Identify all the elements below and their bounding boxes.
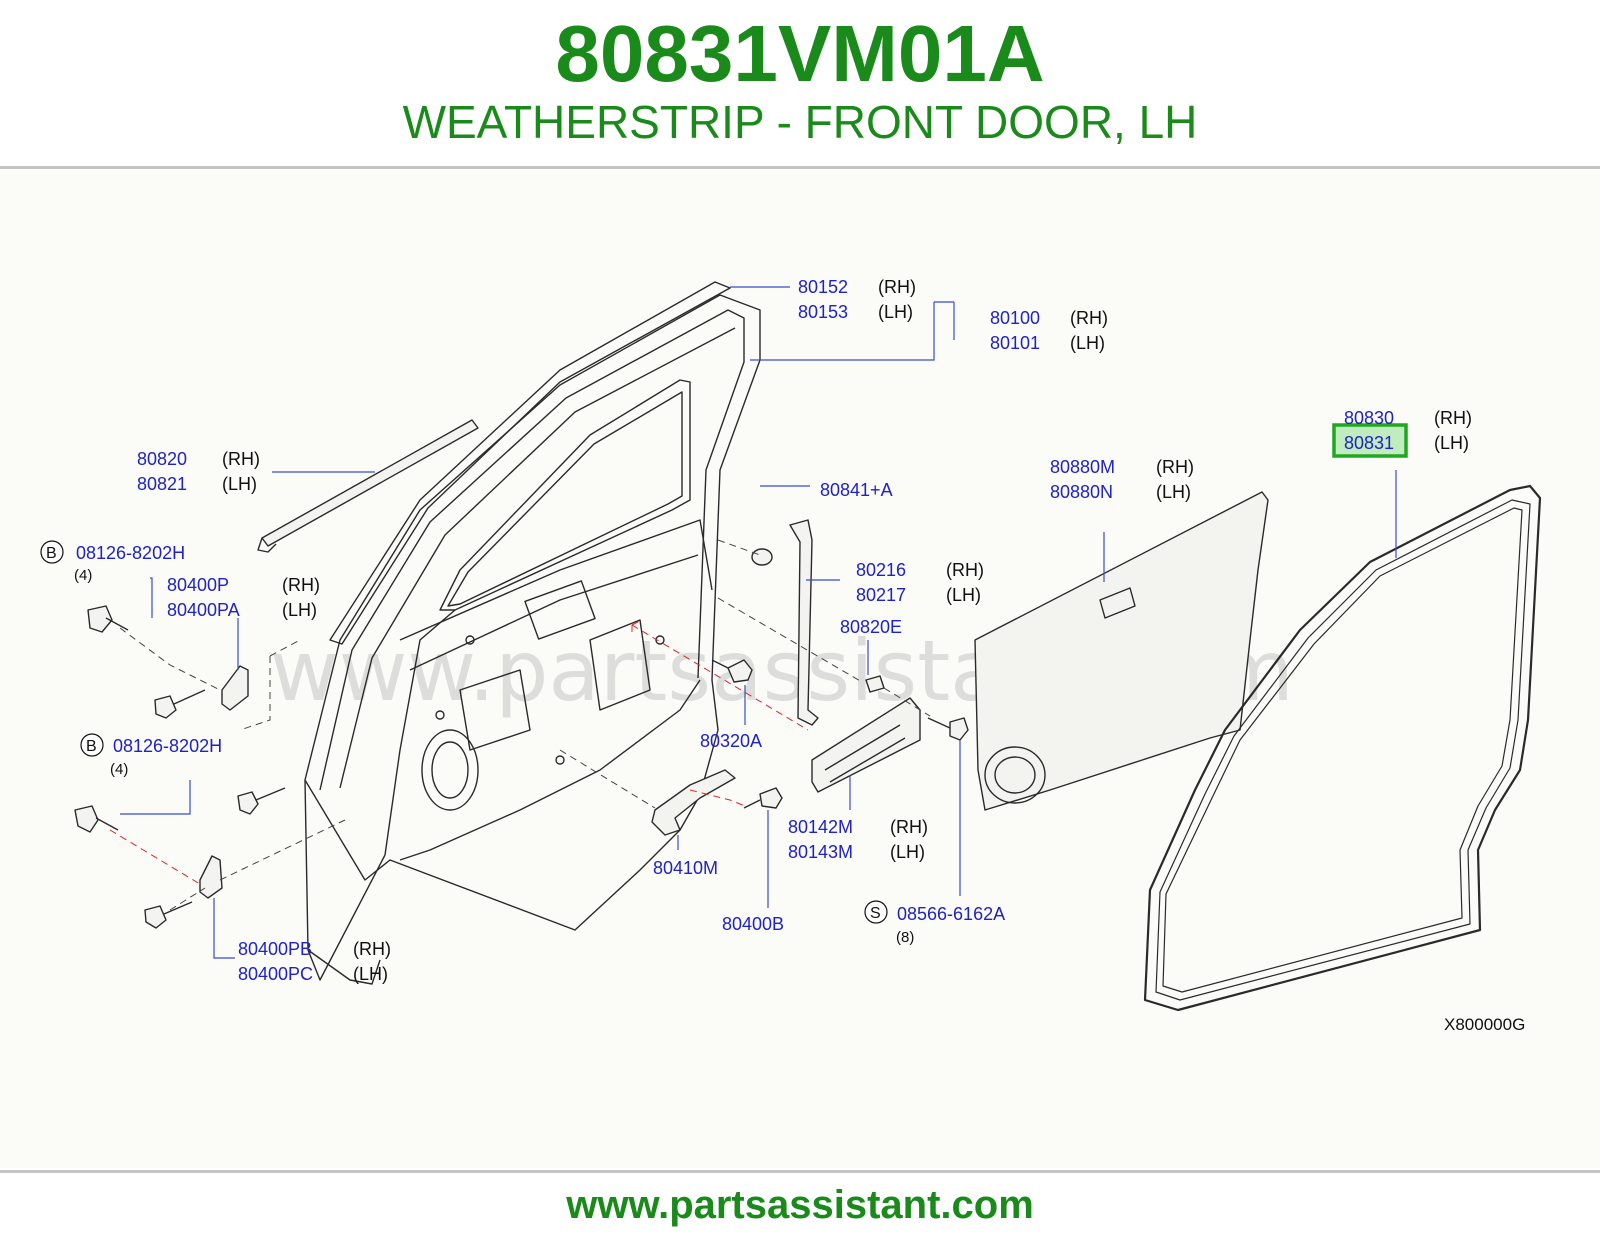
qty-08566: (8)	[896, 929, 914, 946]
label-side-80153: (LH)	[878, 302, 913, 322]
label-side-80400PA: (LH)	[282, 600, 317, 620]
label-side-80880M: (RH)	[1156, 457, 1194, 477]
label-side-80216: (RH)	[946, 560, 984, 580]
label-80830[interactable]: 80830	[1344, 408, 1394, 428]
part-number-title: 80831VM01A	[555, 9, 1045, 98]
bolt-80320A-drawing	[711, 659, 753, 683]
label-08126-8202H-lower[interactable]: 08126-8202H	[113, 736, 222, 756]
qty-08126-upper: (4)	[74, 567, 92, 584]
highlighted-part-box	[1332, 423, 1408, 458]
upper-hinge-drawing	[221, 665, 249, 711]
label-80410M[interactable]: 80410M	[653, 858, 718, 878]
lower-hinge-drawing	[199, 855, 223, 899]
label-80152[interactable]: 80152	[798, 277, 848, 297]
label-side-80400PC: (LH)	[353, 964, 388, 984]
label-side-80830: (RH)	[1434, 408, 1472, 428]
diagram-code: X800000G	[1444, 1015, 1525, 1034]
leader-lines	[120, 286, 1397, 959]
hinge-bolt-drawings	[74, 605, 286, 929]
label-side-80831: (LH)	[1434, 433, 1469, 453]
sash-channel-drawing	[789, 519, 819, 726]
label-80400P[interactable]: 80400P	[167, 575, 229, 595]
label-side-80143M: (LH)	[890, 842, 925, 862]
label-side-80100: (RH)	[1070, 308, 1108, 328]
label-80400PC[interactable]: 80400PC	[238, 964, 313, 984]
label-side-80217: (LH)	[946, 585, 981, 605]
footer-divider	[0, 1170, 1600, 1173]
svg-text:S: S	[870, 905, 881, 922]
label-side-80400P: (RH)	[282, 575, 320, 595]
label-side-80820: (RH)	[222, 449, 260, 469]
label-80820[interactable]: 80820	[137, 449, 187, 469]
label-side-80880N: (LH)	[1156, 482, 1191, 502]
label-80820E[interactable]: 80820E	[840, 617, 902, 637]
label-side-80101: (LH)	[1070, 333, 1105, 353]
label-side-80142M: (RH)	[890, 817, 928, 837]
label-80880M[interactable]: 80880M	[1050, 457, 1115, 477]
exploded-view-drawing: www.partsassistant.com	[40, 277, 1542, 1034]
door-trim-panel-drawing	[974, 491, 1269, 811]
grommet-drawing	[751, 548, 773, 566]
header-divider	[0, 166, 1600, 169]
label-80831-highlighted[interactable]: 80831	[1344, 433, 1394, 453]
door-shell-drawing	[304, 294, 761, 985]
assembly-guide-lines	[109, 539, 931, 911]
label-08126-8202H-upper[interactable]: 08126-8202H	[76, 543, 185, 563]
label-80100[interactable]: 80100	[990, 308, 1040, 328]
bolt-80400B-drawing	[743, 787, 783, 809]
label-80821[interactable]: 80821	[137, 474, 187, 494]
label-80400PB[interactable]: 80400PB	[238, 939, 312, 959]
label-80880N[interactable]: 80880N	[1050, 482, 1113, 502]
label-80400B[interactable]: 80400B	[722, 914, 784, 934]
footer-website-link[interactable]: www.partsassistant.com	[566, 1183, 1034, 1227]
svg-text:B: B	[46, 545, 57, 562]
label-side-80152: (RH)	[878, 277, 916, 297]
label-80216[interactable]: 80216	[856, 560, 906, 580]
label-80153[interactable]: 80153	[798, 302, 848, 322]
label-80142M[interactable]: 80142M	[788, 817, 853, 837]
qty-08126-lower: (4)	[110, 761, 128, 778]
callout-circle-S: S	[864, 900, 888, 924]
screw-08566-drawing	[927, 717, 969, 741]
door-check-drawing	[651, 769, 736, 836]
label-80217[interactable]: 80217	[856, 585, 906, 605]
label-08566-6162A[interactable]: 08566-6162A	[897, 904, 1005, 924]
page-header: 80831VM01A WEATHERSTRIP - FRONT DOOR, LH	[0, 0, 1600, 168]
label-side-80821: (LH)	[222, 474, 257, 494]
outside-molding-drawing	[261, 419, 479, 547]
label-80320A[interactable]: 80320A	[700, 731, 762, 751]
label-80841A[interactable]: 80841+A	[820, 480, 893, 500]
svg-text:B: B	[86, 738, 97, 755]
part-description: WEATHERSTRIP - FRONT DOOR, LH	[402, 96, 1198, 148]
label-80400PA[interactable]: 80400PA	[167, 600, 240, 620]
label-80101[interactable]: 80101	[990, 333, 1040, 353]
label-80143M[interactable]: 80143M	[788, 842, 853, 862]
front-door-weatherstrip-drawing	[1143, 484, 1542, 1012]
label-side-80400PB: (RH)	[353, 939, 391, 959]
sash-weatherstrip-drawing	[329, 281, 731, 645]
callout-circle-B-lower: B	[80, 733, 104, 757]
parts-diagram: www.partsassistant.com	[0, 170, 1600, 1168]
callout-circle-B-upper: B	[40, 540, 64, 564]
part-labels: 80152 (RH) 80153 (LH) 80100 (RH) 80101 (…	[74, 277, 1525, 1034]
